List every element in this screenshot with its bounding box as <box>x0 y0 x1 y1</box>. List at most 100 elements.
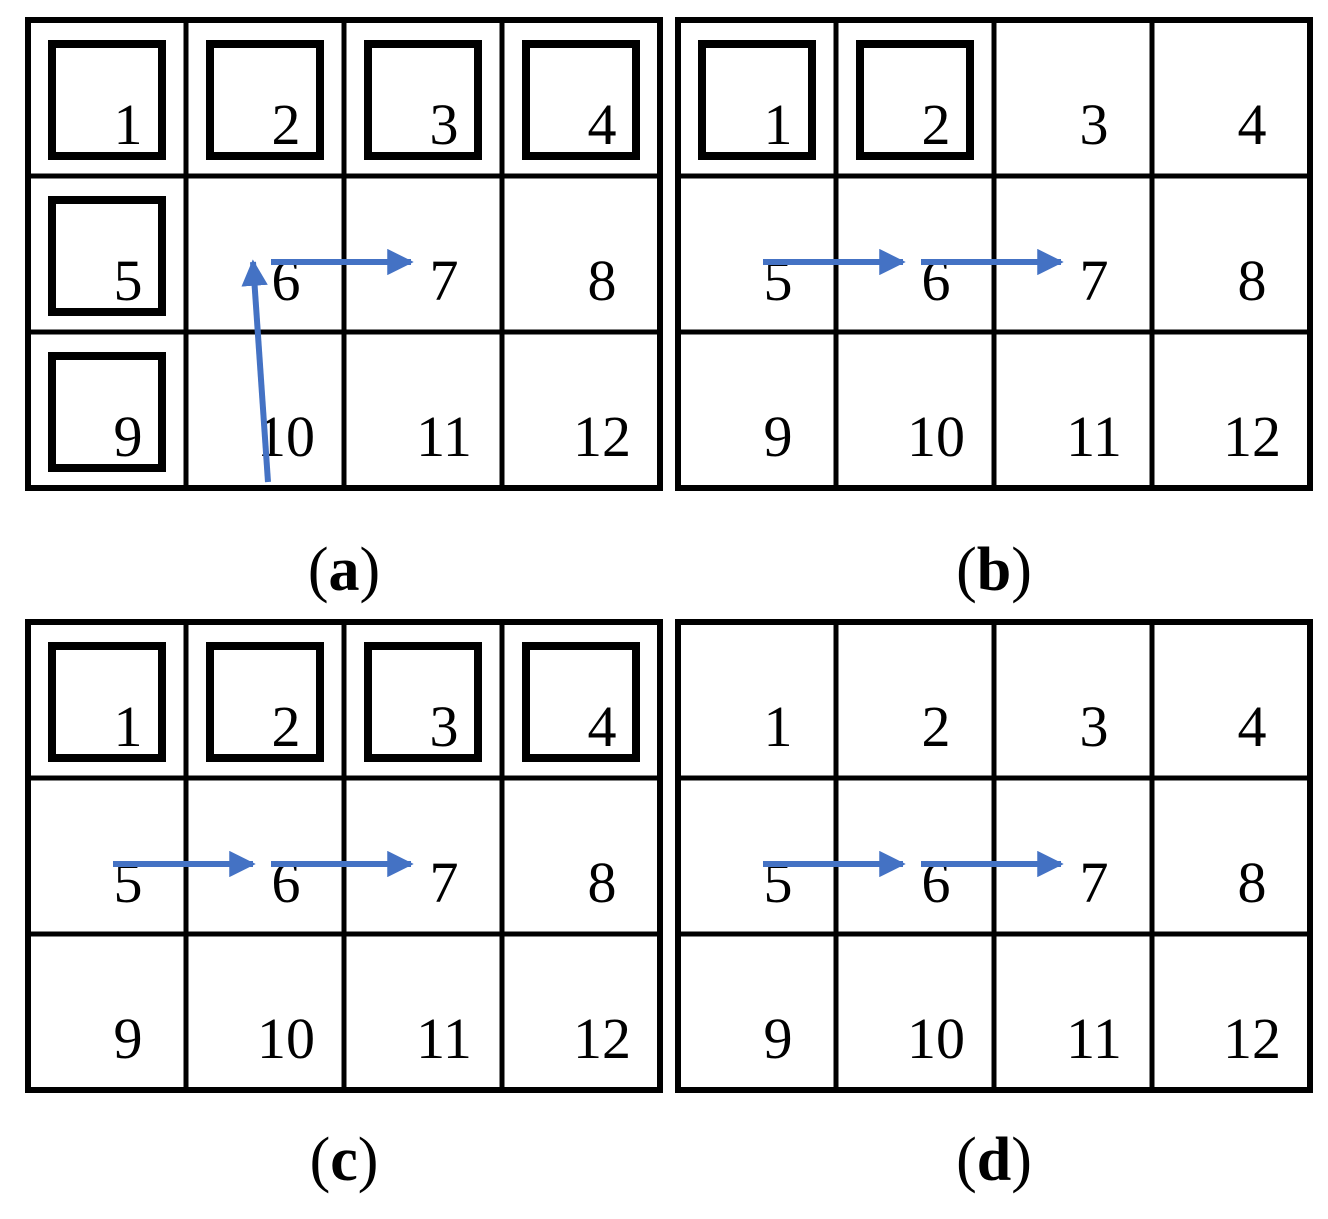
cell-number: 1 <box>764 694 793 759</box>
cell-number: 7 <box>1080 850 1109 915</box>
cell-border <box>833 619 997 781</box>
panel-caption: (a) <box>308 536 380 604</box>
cell-number: 11 <box>416 404 472 469</box>
cell-number: 1 <box>114 92 143 157</box>
cell-number: 3 <box>1080 694 1109 759</box>
caption-open-paren: ( <box>310 1126 331 1194</box>
caption-letter: b <box>977 536 1011 604</box>
cell-border <box>183 931 347 1093</box>
panel-caption: (d) <box>956 1126 1032 1194</box>
grid-frame <box>675 17 1313 491</box>
path-arrow <box>241 259 271 483</box>
cell-border <box>183 775 347 937</box>
grid-frame <box>675 619 1313 1093</box>
cell-number: 8 <box>1238 248 1267 313</box>
occupied-marker <box>856 40 974 160</box>
cell-2: 2 <box>833 17 997 179</box>
cell-12: 12 <box>499 931 663 1093</box>
cell-4: 4 <box>1149 17 1313 179</box>
cell-number: 6 <box>272 248 301 313</box>
cell-border <box>183 173 347 335</box>
cell-number: 2 <box>272 92 301 157</box>
cell-border <box>25 931 189 1093</box>
cell-3: 3 <box>341 17 505 179</box>
cell-number: 11 <box>1066 1006 1122 1071</box>
cell-number: 12 <box>573 1006 631 1071</box>
cell-border <box>991 173 1155 335</box>
cell-border <box>1149 619 1313 781</box>
cell-9: 9 <box>675 931 839 1093</box>
cell-number: 7 <box>430 850 459 915</box>
cell-number: 8 <box>588 850 617 915</box>
cell-number: 3 <box>430 92 459 157</box>
cell-8: 8 <box>1149 173 1313 335</box>
cell-6: 6 <box>833 775 997 937</box>
cell-7: 7 <box>991 775 1155 937</box>
cell-number: 6 <box>272 850 301 915</box>
cell-5: 5 <box>25 775 189 937</box>
cell-border <box>1149 17 1313 179</box>
caption-close-paren: ) <box>360 536 381 604</box>
cell-number: 4 <box>588 92 617 157</box>
cell-number: 4 <box>1238 694 1267 759</box>
occupied-marker <box>48 196 166 316</box>
cell-6: 6 <box>183 775 347 937</box>
cell-4: 4 <box>499 17 663 179</box>
cell-7: 7 <box>341 173 505 335</box>
cell-10: 10 <box>183 931 347 1093</box>
occupied-marker <box>206 40 324 160</box>
cell-11: 11 <box>341 931 505 1093</box>
cell-8: 8 <box>1149 775 1313 937</box>
caption-close-paren: ) <box>1011 536 1032 604</box>
cell-border <box>499 329 663 491</box>
cell-2: 2 <box>183 17 347 179</box>
cell-10: 10 <box>833 329 997 491</box>
cell-border <box>499 173 663 335</box>
cell-number: 4 <box>1238 92 1267 157</box>
grid-frame <box>25 619 663 1093</box>
cell-number: 3 <box>1080 92 1109 157</box>
occupied-marker <box>206 642 324 762</box>
cell-6: 6 <box>183 173 347 335</box>
cell-11: 11 <box>341 329 505 491</box>
cell-number: 5 <box>114 248 143 313</box>
cell-5: 5 <box>25 173 189 335</box>
cell-4: 4 <box>1149 619 1313 781</box>
cell-number: 7 <box>1080 248 1109 313</box>
cell-5: 5 <box>675 775 839 937</box>
occupied-marker <box>698 40 816 160</box>
cell-border <box>1149 173 1313 335</box>
occupied-marker <box>364 642 482 762</box>
cell-border <box>833 775 997 937</box>
cell-border <box>991 775 1155 937</box>
cell-2: 2 <box>183 619 347 781</box>
cell-border <box>1149 775 1313 937</box>
cell-number: 9 <box>114 1006 143 1071</box>
cell-11: 11 <box>991 931 1155 1093</box>
cell-number: 10 <box>907 404 965 469</box>
cell-3: 3 <box>341 619 505 781</box>
cell-number: 10 <box>907 1006 965 1071</box>
caption-close-paren: ) <box>358 1126 379 1194</box>
cell-number: 12 <box>1223 404 1281 469</box>
cell-3: 3 <box>991 17 1155 179</box>
cell-number: 10 <box>257 1006 315 1071</box>
cell-1: 1 <box>675 17 839 179</box>
cell-number: 11 <box>416 1006 472 1071</box>
occupied-marker <box>48 40 166 160</box>
cell-number: 4 <box>588 694 617 759</box>
caption-open-paren: ( <box>308 536 329 604</box>
cell-number: 12 <box>573 404 631 469</box>
cell-number: 6 <box>922 248 951 313</box>
cell-2: 2 <box>833 619 997 781</box>
panel-caption: (b) <box>956 536 1032 604</box>
cell-border <box>833 173 997 335</box>
caption-letter: d <box>977 1126 1011 1194</box>
occupied-marker <box>48 352 166 472</box>
cell-1: 1 <box>25 619 189 781</box>
cell-number: 1 <box>114 694 143 759</box>
